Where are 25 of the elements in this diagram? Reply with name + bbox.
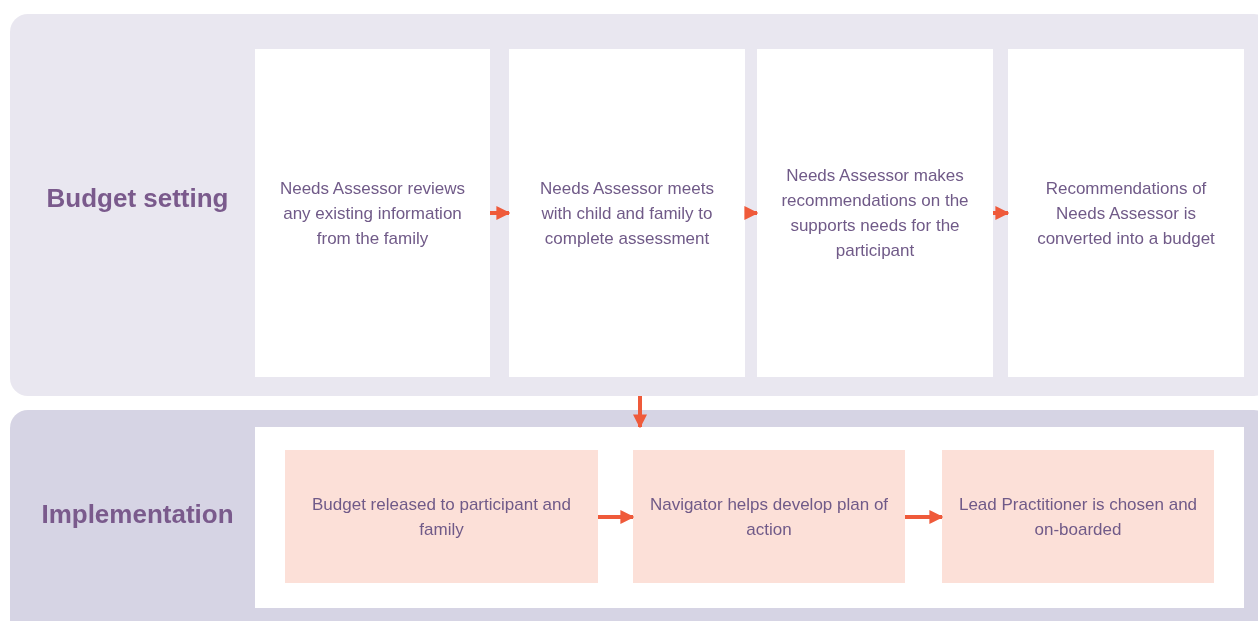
- step-box: [285, 450, 598, 583]
- panel-background: [255, 427, 1244, 608]
- arrow: [744, 206, 759, 220]
- step-box: [942, 450, 1214, 583]
- section-band: [10, 410, 1258, 621]
- arrow: [598, 510, 635, 524]
- arrow: [993, 206, 1010, 220]
- step-card: [509, 49, 745, 377]
- section-title: Budget setting: [45, 182, 230, 215]
- step-card: [757, 49, 993, 377]
- step-text: Recommendations of Needs Assessor is converted into a budget: [1036, 177, 1216, 250]
- step-card: [1008, 49, 1244, 377]
- arrow: [490, 206, 511, 220]
- arrow: [905, 510, 944, 524]
- step-text: Needs Assessor meets with child and family to complete assessment: [539, 177, 715, 250]
- step-box: [633, 450, 905, 583]
- section-title: Implementation: [40, 498, 235, 531]
- arrow: [633, 396, 647, 429]
- step-text: Budget released to participant and family: [311, 493, 572, 541]
- step-text: Needs Assessor makes recommendations on the supports needs for the participant: [780, 165, 970, 262]
- step-text: Navigator helps develop plan of action: [649, 493, 889, 541]
- section-band: [10, 14, 1258, 396]
- step-text: Needs Assessor reviews any existing information from the family: [278, 177, 467, 250]
- step-text: Lead Practitioner is chosen and on-boarded: [958, 493, 1198, 541]
- step-card: [255, 49, 490, 377]
